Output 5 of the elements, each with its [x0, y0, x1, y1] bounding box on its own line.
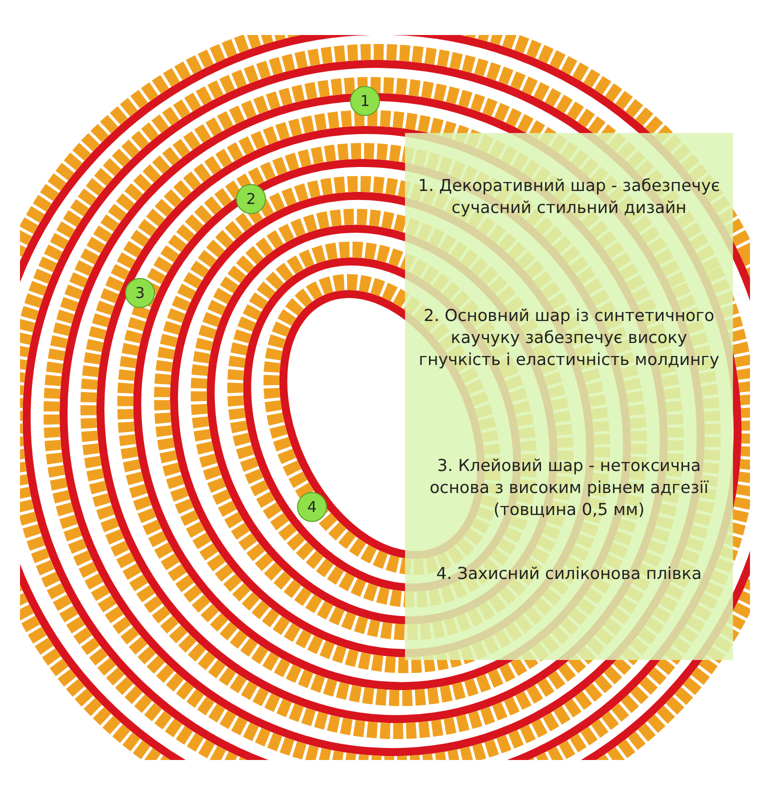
layer-description: 1. Декоративний шар - забезпечує сучасний стильний дизайн: [417, 175, 721, 219]
layer-description: 2. Основний шар із синтетичного каучуку забезпечує високу гнучкість і еластичність молдингу: [418, 305, 720, 371]
description-panel: [405, 133, 733, 660]
layer-description: 3. Клейовий шар - нетоксична основа з високим рівнем адгезії (товщина 0,5 мм): [428, 455, 710, 521]
layer-description: 4. Захисний силіконова плівка: [435, 563, 703, 585]
